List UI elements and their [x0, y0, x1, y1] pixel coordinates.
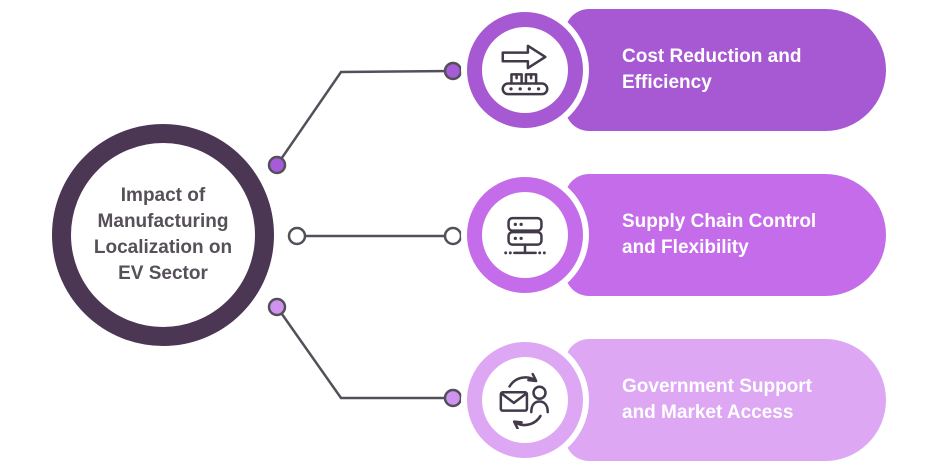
- title-line: Localization on: [93, 237, 233, 258]
- item-label-line: Cost Reduction and: [622, 46, 802, 67]
- connector-dot: [443, 61, 463, 81]
- title-line: Manufacturing: [97, 211, 229, 232]
- connector-dot: [267, 297, 287, 317]
- title-line: EV Sector: [118, 263, 208, 284]
- central-topic-circle: Impact of Manufacturing Localization on …: [52, 124, 274, 346]
- server-rack-icon: [504, 216, 546, 255]
- item-label-line: Efficiency: [622, 72, 712, 93]
- item-label-line: and Flexibility: [622, 237, 749, 258]
- badge-supply-chain: [467, 177, 583, 293]
- connector-dot: [267, 155, 287, 175]
- connector-top: [275, 69, 454, 166]
- badge-cost-reduction: [467, 12, 583, 128]
- mail-contact-sync-icon: [499, 372, 549, 429]
- central-topic-title: Impact of Manufacturing Localization on …: [94, 183, 232, 287]
- conveyor-belt-icon: [501, 44, 549, 96]
- item-pill-supply-chain: Supply Chain Control and Flexibility: [565, 174, 886, 296]
- item-pill-government-support: Government Support and Market Access: [565, 339, 886, 461]
- connector-dot: [443, 388, 463, 408]
- connector-bottom: [275, 306, 453, 400]
- connector-dot: [443, 226, 463, 246]
- badge-government-support: [467, 342, 583, 458]
- item-pill-cost-reduction: Cost Reduction and Efficiency: [565, 9, 886, 131]
- item-label: Supply Chain Control and Flexibility: [565, 209, 816, 261]
- item-label: Government Support and Market Access: [565, 374, 812, 426]
- item-label-line: and Market Access: [622, 402, 794, 423]
- title-line: Impact of: [120, 185, 206, 206]
- connector-dot: [287, 226, 307, 246]
- item-label: Cost Reduction and Efficiency: [565, 44, 801, 96]
- item-label-line: Supply Chain Control: [622, 211, 817, 232]
- item-label-line: Government Support: [622, 376, 813, 397]
